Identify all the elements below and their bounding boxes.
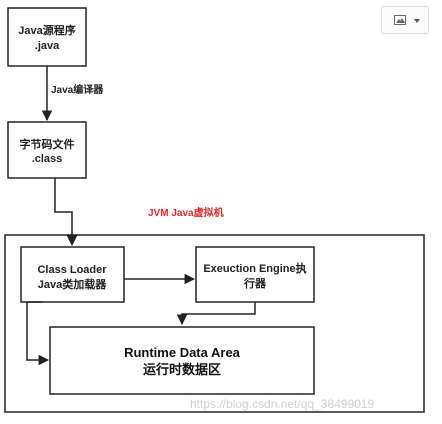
image-icon xyxy=(394,15,406,25)
class-loader-line2: Java类加载器 xyxy=(38,277,107,291)
image-options-button[interactable] xyxy=(381,6,429,34)
execution-engine-line2: 行器 xyxy=(243,276,267,290)
java-source-line1: Java源程序 xyxy=(18,23,75,37)
edge-bytecode-to-classloader xyxy=(54,178,78,247)
java-source-line2: .java xyxy=(35,40,60,52)
bytecode-line1: 字节码文件 xyxy=(20,137,75,151)
jvm-label: JVM Java虚拟机 xyxy=(148,206,224,219)
compiler-label: Java编译器 xyxy=(51,83,104,96)
runtime-data-area-box xyxy=(49,326,315,395)
class-loader-box xyxy=(20,246,125,303)
bytecode-box xyxy=(7,121,87,179)
edge-engine-to-runtime xyxy=(176,302,256,326)
watermark: https://blog.csdn.net/qq_38499019 xyxy=(190,397,374,411)
runtime-data-area-line1: Runtime Data Area xyxy=(124,345,241,360)
bytecode-line2: .class xyxy=(32,153,63,165)
execution-engine-line1: Exeuction Engine执 xyxy=(203,261,306,275)
java-source-box xyxy=(7,7,87,67)
edge-classloader-to-runtime xyxy=(26,301,50,366)
class-loader-line1: Class Loader xyxy=(37,264,107,276)
chevron-down-icon xyxy=(414,19,420,23)
runtime-data-area-line2: 运行时数据区 xyxy=(143,362,221,377)
